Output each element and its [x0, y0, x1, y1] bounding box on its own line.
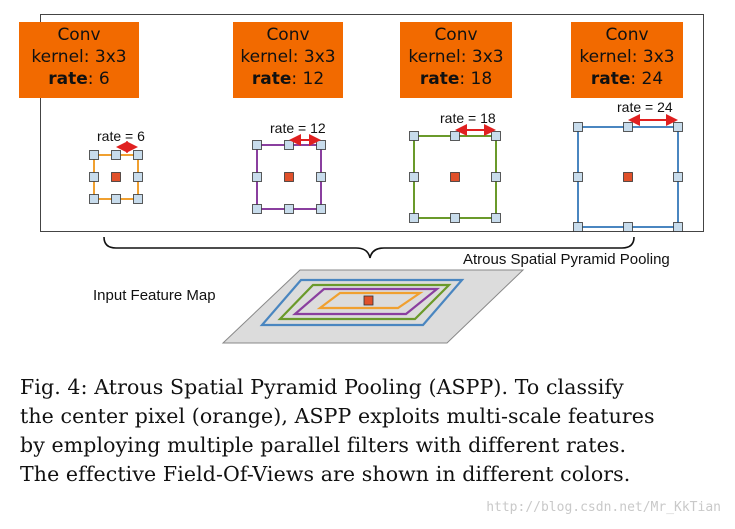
rate-annotation-24: rate = 24 [617, 99, 673, 115]
filter-tap [491, 172, 501, 182]
caption-line: Fig. 4: Atrous Spatial Pyramid Pooling (… [20, 375, 624, 399]
filter-tap [573, 172, 583, 182]
conv-box-rate-24: Conv kernel: 3x3 rate: 24 [571, 22, 683, 98]
filter-tap [133, 194, 143, 204]
dilated-filter-rate-12 [252, 134, 326, 214]
grouping-brace [103, 236, 635, 259]
conv-title: Conv [57, 25, 101, 45]
figure-caption: Fig. 4: Atrous Spatial Pyramid Pooling (… [20, 373, 720, 489]
conv-title: Conv [266, 25, 310, 45]
filter-tap [673, 222, 683, 232]
conv-kernel-label: kernel: [31, 47, 90, 67]
caption-line: by employing multiple parallel filters w… [20, 433, 627, 457]
center-tap [450, 172, 460, 182]
conv-title: Conv [605, 25, 649, 45]
conv-kernel-label: kernel: [579, 47, 638, 67]
filter-tap [409, 172, 419, 182]
caption-line: the center pixel (orange), ASPP exploits… [20, 404, 655, 428]
conv-rate-value: 18 [470, 69, 493, 89]
conv-rate-value: 24 [641, 69, 664, 89]
conv-title: Conv [434, 25, 478, 45]
input-feature-map [221, 269, 525, 344]
rate-annotation-6: rate = 6 [97, 128, 145, 144]
filter-tap [450, 131, 460, 141]
filter-tap [252, 140, 262, 150]
conv-kernel-label: kernel: [408, 47, 467, 67]
filter-tap [252, 172, 262, 182]
conv-box-rate-12: Conv kernel: 3x3 rate: 12 [233, 22, 343, 98]
filter-tap [89, 172, 99, 182]
filter-tap [573, 122, 583, 132]
filter-tap [491, 213, 501, 223]
fov-rate-18 [277, 283, 452, 321]
filter-tap [623, 222, 633, 232]
filter-tap [252, 204, 262, 214]
filter-tap [111, 150, 121, 160]
center-tap [284, 172, 294, 182]
conv-kernel-value: 3x3 [303, 47, 336, 67]
center-tap [111, 172, 121, 182]
conv-rate-label: rate [590, 69, 631, 89]
conv-rate-label: rate [48, 69, 88, 89]
conv-box-rate-6: Conv kernel: 3x3 rate: 6 [19, 22, 139, 98]
filter-tap [111, 194, 121, 204]
filter-tap [316, 140, 326, 150]
filter-tap [284, 204, 294, 214]
center-tap [623, 172, 633, 182]
filter-tap [316, 204, 326, 214]
filter-tap [133, 150, 143, 160]
conv-rate-value: 12 [302, 69, 325, 89]
filter-tap [450, 213, 460, 223]
center-pixel [363, 295, 374, 306]
filter-tap [491, 131, 501, 141]
filter-tap [316, 172, 326, 182]
filter-tap [409, 131, 419, 141]
conv-rate-label: rate [251, 69, 292, 89]
fov-rate-12 [292, 287, 441, 316]
filter-tap [623, 122, 633, 132]
filter-tap [409, 213, 419, 223]
filter-tap [673, 172, 683, 182]
conv-kernel-value: 3x3 [94, 47, 127, 67]
filter-tap [284, 140, 294, 150]
dilated-filter-rate-18 [409, 124, 501, 223]
filter-tap [89, 194, 99, 204]
conv-rate-label: rate [419, 69, 460, 89]
filter-tap [673, 122, 683, 132]
conv-kernel-value: 3x3 [471, 47, 504, 67]
conv-box-rate-18: Conv kernel: 3x3 rate: 18 [400, 22, 512, 98]
input-feature-map-label: Input Feature Map [93, 287, 216, 304]
dilated-filter-rate-6 [89, 141, 143, 204]
aspp-label: Atrous Spatial Pyramid Pooling [463, 251, 670, 268]
filter-tap [133, 172, 143, 182]
filter-tap [573, 222, 583, 232]
conv-kernel-label: kernel: [240, 47, 299, 67]
dilated-filter-rate-24 [573, 114, 683, 232]
conv-kernel-value: 3x3 [642, 47, 675, 67]
rate-annotation-12: rate = 12 [270, 120, 326, 136]
conv-rate-value: 6 [98, 69, 110, 89]
watermark: http://blog.csdn.net/Mr_KkTian [486, 500, 721, 515]
caption-line: The effective Field-Of-Views are shown i… [20, 462, 631, 486]
fov-rate-24 [259, 278, 465, 327]
rate-annotation-18: rate = 18 [440, 110, 496, 126]
fov-rate-6 [316, 291, 424, 310]
filter-tap [89, 150, 99, 160]
